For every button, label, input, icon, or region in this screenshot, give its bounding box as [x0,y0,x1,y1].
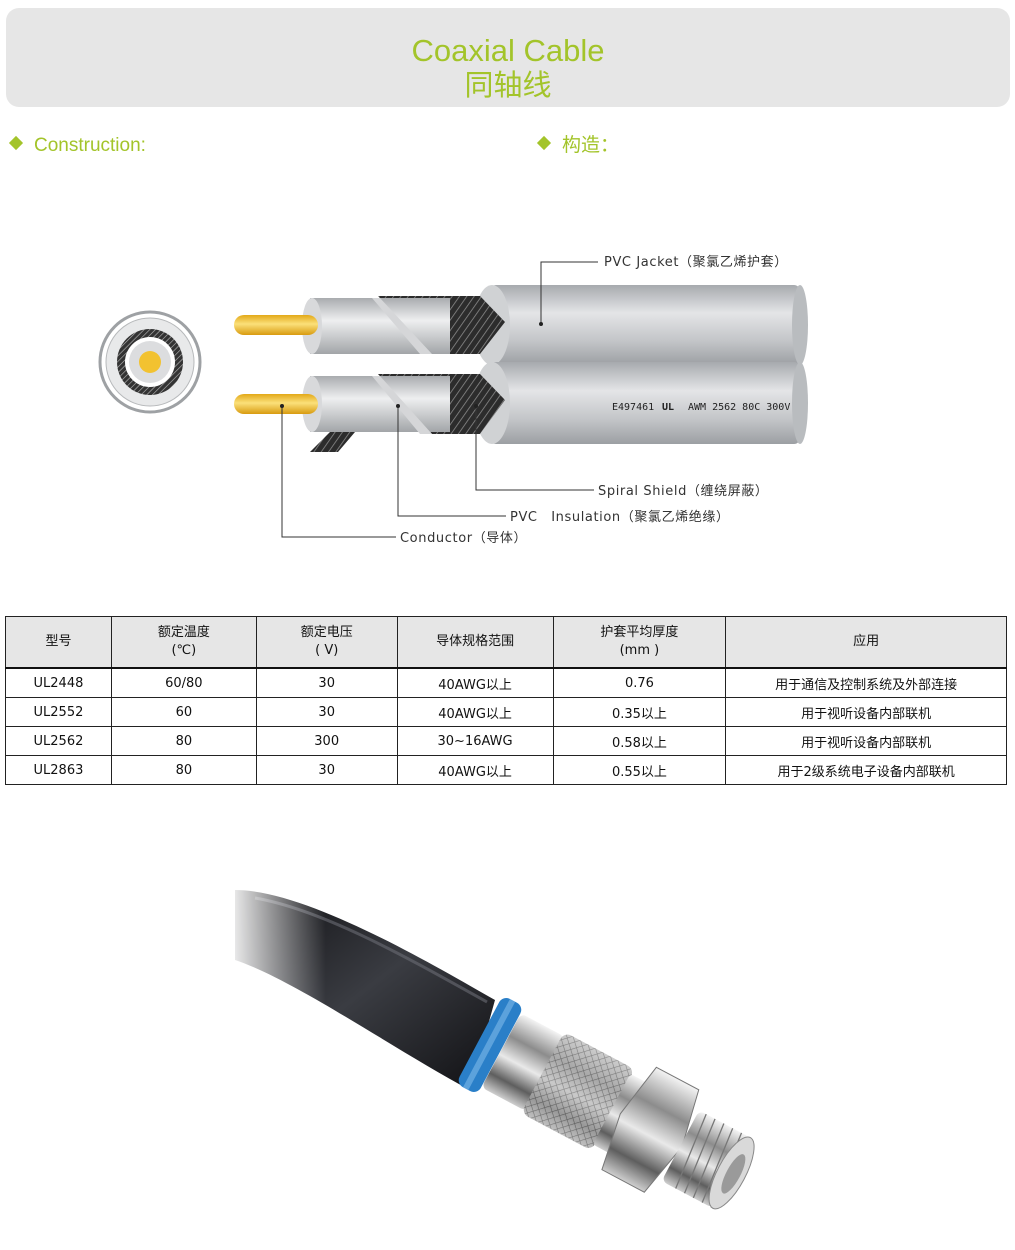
cell-temperature: 80 [110,755,257,785]
cell-voltage: 30 [255,755,398,785]
cell-jacket-thickness: 0.35以上 [552,697,727,727]
table-row: UL2562 80 300 30~16AWG 0.58以上 用于视听设备内部联机 [5,726,1007,756]
ul-mark-icon: UL [662,402,674,413]
label-conductor: Conductor（导体） [400,531,527,546]
spec-table: 型号 额定温度(℃) 额定电压( V) 导体规格范围 护套平均厚度(mm ) 应… [5,616,1007,785]
cross-section-icon [98,310,202,414]
label-spiral-shield: Spiral Shield（缠绕屏蔽） [598,483,769,499]
cell-conductor-range: 30~16AWG [396,726,554,756]
page-title-chinese: 同轴线 [464,68,552,102]
construction-heading-chinese: 构造： [536,134,620,158]
header-application: 应用 [725,616,1007,669]
cell-temperature: 60/80 [110,667,257,698]
cable-upper [234,285,808,365]
cell-voltage: 30 [255,667,398,698]
cell-voltage: 30 [255,697,398,727]
cell-voltage: 300 [255,726,398,756]
cell-application: 用于视听设备内部联机 [725,726,1007,756]
header-conductor-range: 导体规格范围 [396,616,554,669]
diamond-bullet-icon [536,135,552,151]
header-jacket-thickness: 护套平均厚度(mm ) [552,616,727,669]
label-pvc-insulation: PVC Insulation（聚氯乙烯绝缘） [510,509,730,525]
cable-print-rating: AWM 2562 80C 300V [688,402,790,413]
cable-print-code: E497461 [612,402,654,413]
construction-heading-text-cn: 构造： [562,135,620,156]
cell-conductor-range: 40AWG以上 [396,667,554,698]
cell-jacket-thickness: 0.58以上 [552,726,727,756]
header-rated-temperature: 额定温度(℃) [110,616,257,669]
page-title-english: Coaxial Cable [411,33,605,68]
cell-application: 用于视听设备内部联机 [725,697,1007,727]
cell-model: UL2552 [5,697,112,727]
construction-heading-english: Construction: [8,134,146,158]
cell-model: UL2562 [5,726,112,756]
cell-temperature: 80 [110,726,257,756]
header-rated-voltage: 额定电压( V) [255,616,398,669]
cell-model: UL2448 [5,667,112,698]
cable-construction-diagram: E497461 UL AWM 2562 80C 300V PVC Jacket（… [98,254,808,546]
cell-conductor-range: 40AWG以上 [396,755,554,785]
table-row: UL2863 80 30 40AWG以上 0.55以上 用于2级系统电子设备内部… [5,755,1007,785]
cell-jacket-thickness: 0.76 [552,667,727,698]
table-header-row: 型号 额定温度(℃) 额定电压( V) 导体规格范围 护套平均厚度(mm ) 应… [5,616,1007,669]
table-row: UL2552 60 30 40AWG以上 0.35以上 用于视听设备内部联机 [5,697,1007,727]
cell-jacket-thickness: 0.55以上 [552,755,727,785]
cell-application: 用于通信及控制系统及外部连接 [725,667,1007,698]
diamond-bullet-icon [8,135,24,151]
leader-lines [281,261,598,538]
cell-model: UL2863 [5,755,112,785]
coaxial-cable-f-connector-photo [225,850,785,1240]
cell-conductor-range: 40AWG以上 [396,697,554,727]
leader-dots [280,322,543,408]
title-banner: Coaxial Cable 同轴线 [6,8,1010,107]
construction-heading-text: Construction: [34,135,146,156]
cell-application: 用于2级系统电子设备内部联机 [725,755,1007,785]
cell-temperature: 60 [110,697,257,727]
label-pvc-jacket: PVC Jacket（聚氯乙烯护套） [604,254,788,270]
table-row: UL2448 60/80 30 40AWG以上 0.76 用于通信及控制系统及外… [5,667,1007,698]
header-model: 型号 [5,616,112,669]
cable-lower: E497461 UL AWM 2562 80C 300V [234,362,808,452]
